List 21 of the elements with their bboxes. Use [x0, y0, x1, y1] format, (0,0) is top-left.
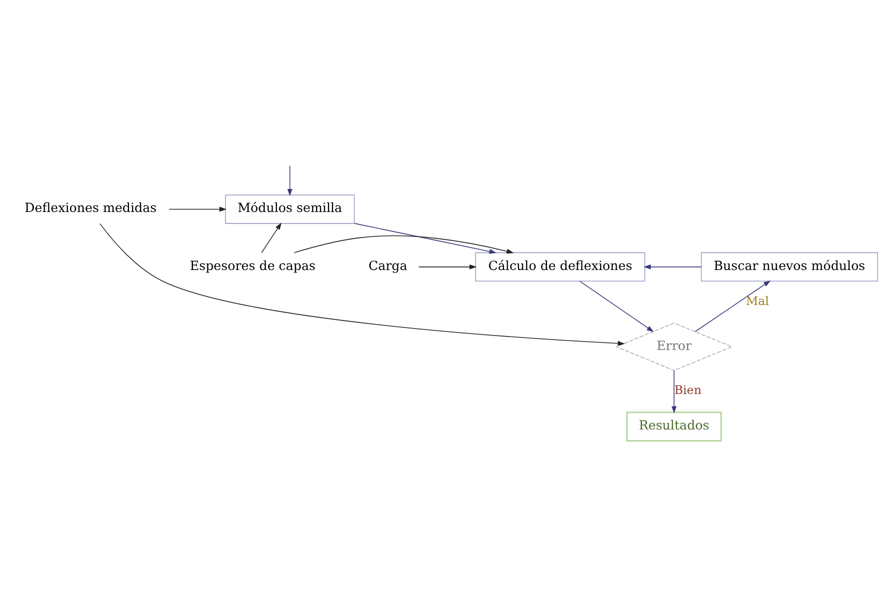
arrow — [261, 222, 282, 253]
arrow — [672, 370, 677, 413]
edge-label: Mal — [746, 293, 769, 308]
arrow — [579, 280, 654, 332]
node-text: Deflexiones medidas — [24, 200, 157, 215]
arrow — [294, 234, 514, 254]
node-text: Espesores de capas — [190, 257, 316, 272]
node-text: Carga — [368, 257, 408, 272]
arrow — [354, 222, 496, 254]
arrow — [418, 264, 477, 269]
edge-label: Bien — [674, 382, 702, 397]
arrow — [168, 206, 226, 212]
node-box: Cálculo de deflexiones — [475, 252, 646, 282]
node-diamond: Error — [615, 322, 733, 370]
arrow — [644, 264, 702, 269]
node-box: Buscar nuevos módulos — [700, 252, 878, 282]
arrow — [100, 222, 625, 346]
arrow — [694, 280, 771, 332]
node-box: Módulos semilla — [225, 194, 355, 224]
arrow — [287, 164, 292, 196]
node-box: Resultados — [626, 411, 722, 442]
